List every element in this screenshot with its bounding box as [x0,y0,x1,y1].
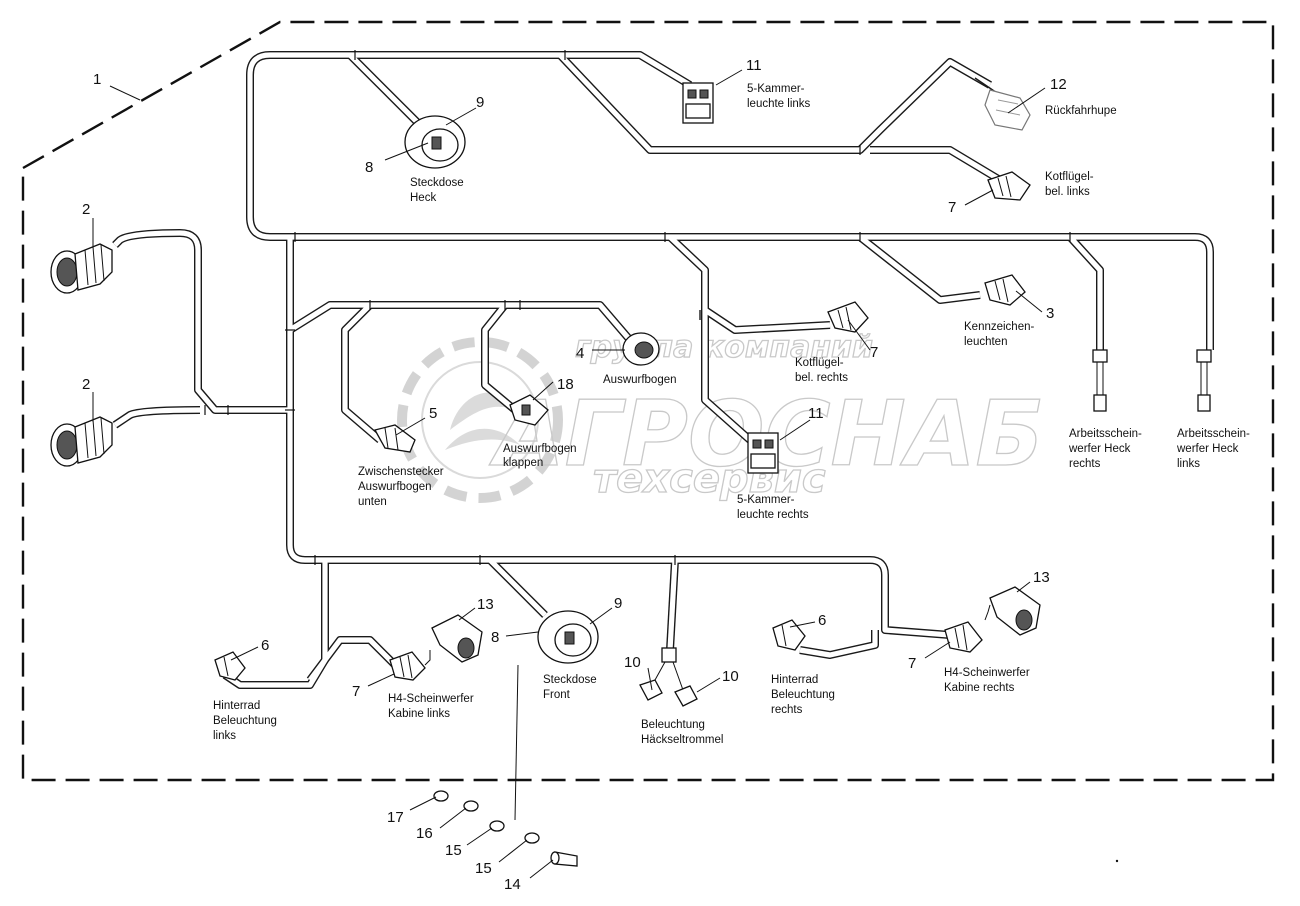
callout-5: 5 [429,405,437,422]
label-kennzeichenleuchten: Kennzeichen- leuchten [964,321,1038,348]
callout-13-right: 13 [1033,569,1050,586]
assembly-frame [21,20,1275,782]
callout-15-upper: 15 [445,842,462,859]
callout-12: 12 [1050,76,1067,93]
callout-10-left: 10 [624,654,641,671]
connector-2-upper-round-plug-icon [50,243,113,294]
label-haeckseltrommel: Beleuchtung Häckseltrommel [641,719,723,746]
callout-16: 16 [416,825,433,842]
callout-15-lower: 15 [475,860,492,877]
socket-front-icon [537,610,599,664]
callout-8-rear: 8 [365,159,373,176]
callout-18: 18 [557,376,574,393]
callout-7-h4-right: 7 [908,655,916,672]
label-h4-links: H4-Scheinwerfer Kabine links [388,693,477,720]
callout-7-h4-left: 7 [352,683,360,700]
callout-3: 3 [1046,305,1054,322]
haeckseltrommel-connectors-icon [639,647,698,707]
callout-11-left: 11 [746,57,762,74]
label-steckdose-heck: Steckdose Heck [410,177,467,204]
label-kotfluegel-rechts: Kotflügel- bel. rechts [795,357,848,384]
connector-6-hinterrad-right-icon [772,619,806,651]
label-kammer-links: 5-Kammer- leuchte links [747,83,811,110]
label-hinterrad-rechts: Hinterrad Beleuchtung rechts [771,674,838,716]
label-arbeitsscheinwerfer-links: Arbeitsschein- werfer Heck links [1176,428,1253,470]
callout-6-right: 6 [818,612,826,629]
stray-dot [1115,859,1119,863]
callout-13-left: 13 [477,596,494,613]
label-arbeitsscheinwerfer-rechts: Arbeitsschein- werfer Heck rechts [1068,428,1145,470]
connector-13-h4-left-icon [424,614,483,666]
callout-2-upper: 2 [82,201,90,218]
connector-5-zwischenstecker-icon [374,424,416,453]
label-hinterrad-links: Hinterrad Beleuchtung links [213,700,280,742]
watermark-line3: техсервис [593,456,826,502]
connector-7-h4-right-icon [944,621,983,653]
horn-connector-12-icon [984,89,1031,131]
work-light-connector-right-icon [1092,349,1108,412]
callout-7-kotfluegel-right: 7 [870,344,878,361]
callout-10-right: 10 [722,668,739,685]
connector-13-h4-right-icon [984,586,1041,636]
lamp-connector-11-right-icon [747,432,779,474]
callout-7-kotfluegel-left: 7 [948,199,956,216]
callout-9-rear: 9 [476,94,484,111]
connector-7-h4-left-icon [389,651,426,681]
lamp-connector-11-left-icon [682,82,714,124]
callout-numbers: 1 2 2 3 4 5 6 6 7 7 7 7 8 8 9 9 10 10 11… [82,57,1067,893]
label-kammer-rechts: 5-Kammer- leuchte rechts [737,494,809,521]
callout-17: 17 [387,809,404,826]
fastener-set-icon [433,664,578,867]
callout-14: 14 [504,876,521,893]
connector-6-hinterrad-left-icon [214,651,246,681]
label-auswurfbogen-klappen: Auswurfbogen klappen [503,443,580,469]
connector-4-auswurfbogen-icon [622,332,660,366]
leader-lines [92,69,1046,879]
label-auswurfbogen: Auswurfbogen [603,374,677,386]
connector-3-kennzeichen-icon [984,274,1026,306]
callout-2-lower: 2 [82,376,90,393]
callout-1: 1 [93,71,101,88]
harness-bundles [112,50,1214,689]
connector-2-lower-round-plug-icon [50,416,113,467]
connector-7-kotfluegel-left-icon [987,171,1031,201]
callout-11-right: 11 [808,405,824,422]
label-kotfluegel-links: Kotflügel- bel. links [1045,171,1097,198]
socket-rear-icon [404,115,466,169]
label-rueckfahrhupe: Rückfahrhupe [1045,105,1117,117]
label-steckdose-front: Steckdose Front [543,674,600,701]
component-labels: 5-Kammer- leuchte links Rückfahrhupe Ste… [213,83,1253,746]
callout-9-front: 9 [614,595,622,612]
label-zwischenstecker: Zwischenstecker Auswurfbogen unten [358,466,447,508]
callout-8-front: 8 [491,629,499,646]
callout-4: 4 [576,345,584,362]
label-h4-rechts: H4-Scheinwerfer Kabine rechts [944,667,1033,694]
work-light-connector-left-icon [1196,349,1212,412]
connector-7-kotfluegel-right-icon [827,301,869,333]
connector-18-klappen-icon [509,394,549,426]
callout-6-left: 6 [261,637,269,654]
